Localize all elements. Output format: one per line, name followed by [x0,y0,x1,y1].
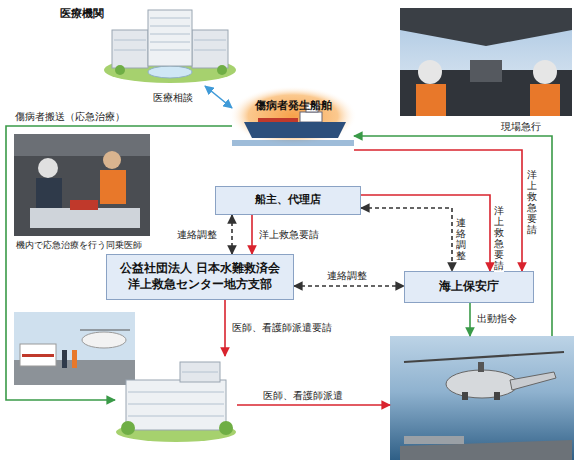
edge-label: 連絡調整 [456,216,466,262]
cockpit-photo [400,8,572,116]
hospital-illustration [104,10,236,83]
ship-illustration [229,86,357,146]
helicopter-node [390,336,574,460]
hospital-node [115,356,237,444]
edge-label: 連絡調整 [326,270,368,282]
edge-label: 傷病者搬送（応急治療） [14,111,126,123]
connector-arrow [224,300,226,356]
edge-label: 医師、看護師派遣 [262,390,344,402]
box-label: 公益社団法人 日本水難救済会 洋上救急センター地方支部 [115,261,285,292]
transfer-photo [14,312,135,385]
box-label: 海上保安庁 [439,279,499,295]
hospital-illustration [116,362,236,442]
connector-arrow [354,136,552,336]
institution-node: 医療機関 [56,4,236,86]
edge-label: 現場急行 [500,121,542,133]
process-box: 公益社団法人 日本水難救済会 洋上救急センター地方支部 [106,254,294,300]
edge-label: 洋上救急要請 [527,168,537,236]
edge-label: 洋上救急要請 [258,229,320,241]
process-box: 海上保安庁 [404,271,534,303]
process-box: 船主、代理店 [215,186,361,215]
edge-label: 洋上救急要請 [494,204,504,272]
node-label: 医療機関 [60,6,104,21]
connector-arrow [354,150,522,271]
connector-arrow [294,285,404,287]
box-label: 船主、代理店 [255,193,321,207]
photo-caption: 機内で応急治療を行う同乗医師 [14,239,144,252]
connector-arrow [251,215,253,254]
connector-arrow [205,86,232,108]
edge-label: 医師、看護師派遣要請 [231,322,333,334]
connector-arrow [237,404,390,406]
connector-arrow [361,195,490,271]
edge-label: 連絡調整 [176,229,218,241]
connector-arrow [469,303,471,336]
edge-label: 出動指令 [476,313,518,325]
connector-arrow [361,208,452,271]
node-label: 傷病者発生船舶 [255,98,332,113]
care-photo [14,134,150,236]
connector-arrow [231,215,233,254]
helicopter-photo [390,336,574,460]
ship-node: 傷病者発生船舶 [232,86,354,148]
edge-label: 医療相談 [152,92,194,104]
